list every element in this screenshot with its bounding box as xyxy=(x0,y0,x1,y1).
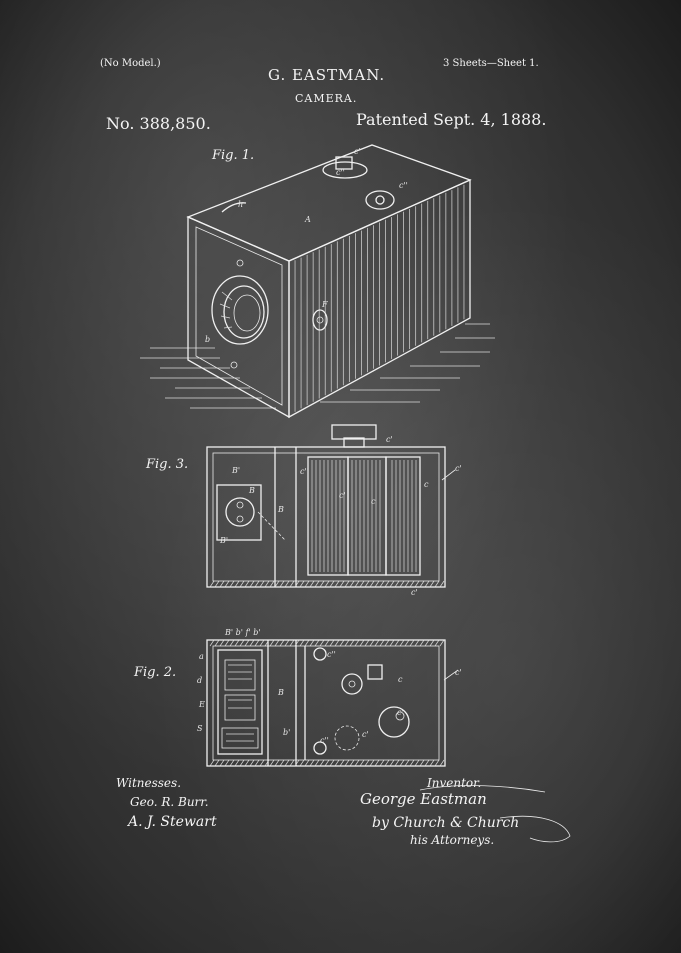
witness-2-signature: A. J. Stewart xyxy=(128,814,217,830)
inventor-name: G. EASTMAN. xyxy=(268,66,386,84)
sheet-count-label: 3 Sheets—Sheet 1. xyxy=(443,58,539,69)
no-model-label: (No Model.) xyxy=(100,58,161,69)
fig-2-label: Fig. 2. xyxy=(134,665,177,680)
attorneys-label: his Attorneys. xyxy=(410,833,495,847)
inventor-signature: George Eastman xyxy=(360,790,487,808)
signature-flourishes xyxy=(419,785,571,843)
fig-1-camera-drawing xyxy=(140,144,495,419)
fig-2-section-drawing xyxy=(206,639,446,767)
patent-number: No. 388,850. xyxy=(106,114,211,133)
fig-3-section-drawing xyxy=(206,424,446,588)
fig-3-label: Fig. 3. xyxy=(146,457,189,472)
attorney-signature: by Church & Church xyxy=(372,815,520,831)
patent-date: Patented Sept. 4, 1888. xyxy=(356,110,547,129)
patent-title: CAMERA. xyxy=(295,92,358,105)
fig-1-label: Fig. 1. xyxy=(212,148,255,163)
witnesses-heading: Witnesses. xyxy=(116,776,182,790)
inventor-heading: Inventor. xyxy=(427,776,482,790)
leader-lines xyxy=(441,469,459,681)
witness-1-signature: Geo. R. Burr. xyxy=(130,795,209,809)
